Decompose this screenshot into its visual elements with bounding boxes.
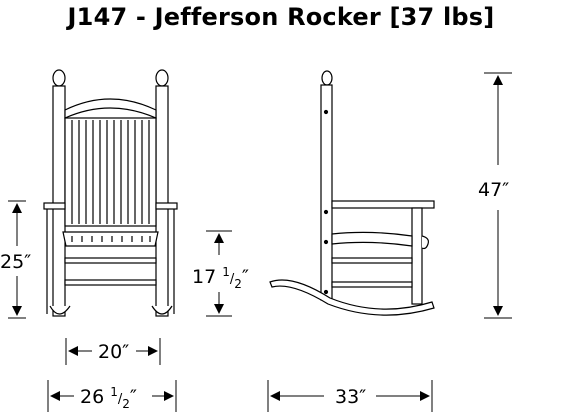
seat-width-label: 20″ xyxy=(98,341,129,363)
page-title: J147 - Jefferson Rocker [37 lbs] xyxy=(67,3,495,31)
front-view xyxy=(43,69,178,317)
dimension-lines xyxy=(8,72,512,412)
side-view xyxy=(269,70,435,316)
seat-height-label: 25″ xyxy=(0,251,31,273)
overall-height-label: 47″ xyxy=(478,179,509,201)
front-seat-height-label: 17 1/2″ xyxy=(192,265,249,291)
overall-width-label: 26 1/2″ xyxy=(80,385,137,411)
overall-depth-label: 33″ xyxy=(335,386,366,408)
